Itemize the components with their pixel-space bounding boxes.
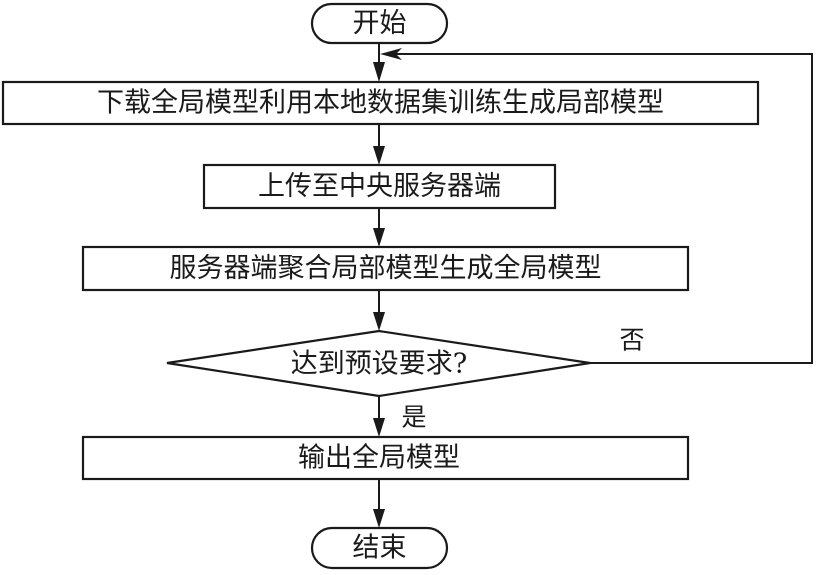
step-label: 服务器端聚合局部模型生成全局模型 — [170, 253, 602, 284]
arrowhead-down-icon — [373, 312, 385, 331]
decision-diamond: 达到预设要求? — [166, 329, 591, 398]
start-terminal: 开始 — [310, 2, 449, 45]
output-label: 输出全局模型 — [298, 443, 460, 474]
arrowhead-down-icon — [373, 509, 385, 528]
step-box — [1, 80, 760, 126]
step-box — [202, 163, 557, 210]
arrowhead-down-icon — [373, 228, 385, 247]
arrowhead-left-icon — [380, 48, 402, 60]
arrowhead-down-icon — [373, 146, 385, 165]
end-terminal: 结束 — [310, 526, 449, 570]
start-label: 开始 — [353, 8, 407, 39]
step-box — [81, 245, 690, 292]
step-download-train: 下载全局模型利用本地数据集训练生成局部模型 — [1, 80, 760, 126]
arrowhead-down-icon — [373, 418, 385, 437]
step-label: 下载全局模型利用本地数据集训练生成局部模型 — [97, 88, 664, 119]
yes-branch-label: 是 — [401, 403, 426, 432]
step-output-model: 输出全局模型 — [81, 435, 690, 481]
arrowhead-down-icon — [373, 62, 385, 82]
step-box — [81, 435, 690, 481]
step-label: 上传至中央服务器端 — [258, 171, 501, 202]
end-label: 结束 — [353, 533, 407, 564]
end-terminal-shape — [310, 526, 449, 570]
decision-label: 达到预设要求? — [291, 349, 467, 380]
feedback-loop-line — [392, 53, 813, 364]
no-branch-label: 否 — [619, 326, 644, 355]
step-upload-server: 上传至中央服务器端 — [202, 163, 557, 210]
step-aggregate: 服务器端聚合局部模型生成全局模型 — [81, 245, 690, 292]
